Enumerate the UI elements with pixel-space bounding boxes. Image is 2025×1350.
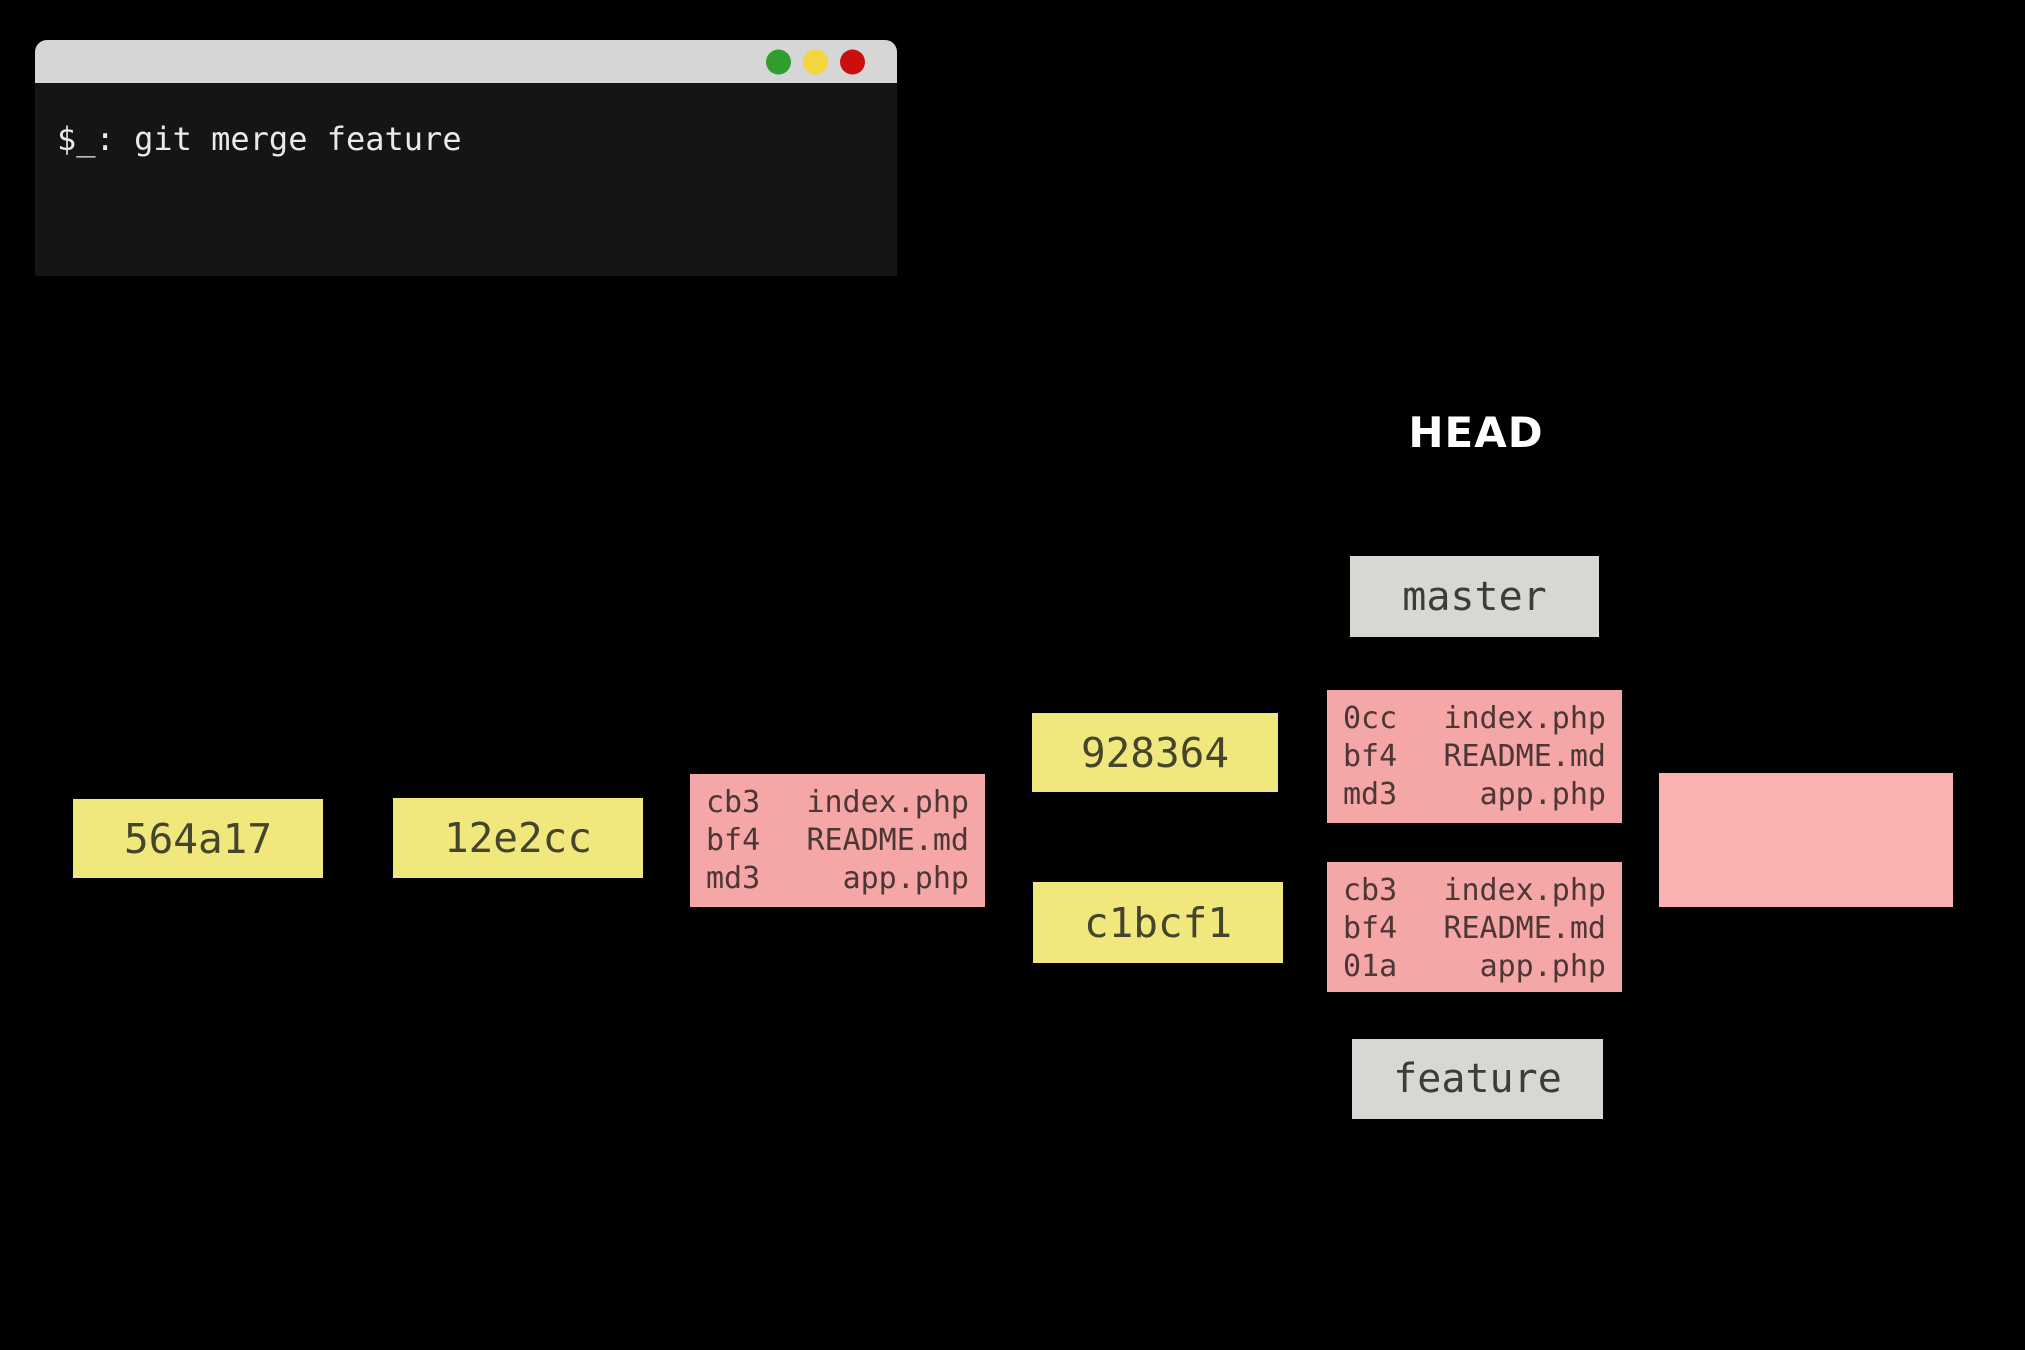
tree-file-row: cb3 index.php xyxy=(1343,872,1606,910)
blob-hash: md3 xyxy=(706,861,761,896)
file-name: README.md xyxy=(1443,739,1606,774)
tree-file-row: bf4 README.md xyxy=(1343,738,1606,776)
window-controls xyxy=(766,49,865,74)
terminal-body: $_: git merge feature xyxy=(35,83,897,276)
file-name: app.php xyxy=(1479,777,1606,812)
tree-file-row: bf4 README.md xyxy=(706,822,969,860)
blob-hash: bf4 xyxy=(1343,739,1398,774)
head-label: HEAD xyxy=(1408,408,1544,457)
commit-node-928364: 928364 xyxy=(1032,713,1278,792)
commit-node-564a17: 564a17 xyxy=(73,799,323,878)
tree-merge-result-empty xyxy=(1659,773,1953,907)
file-name: README.md xyxy=(1443,911,1606,946)
branch-ref-feature: feature xyxy=(1352,1039,1603,1119)
file-name: index.php xyxy=(1443,873,1606,908)
window-button-green-icon[interactable] xyxy=(766,49,791,74)
tree-file-row: md3 app.php xyxy=(706,860,969,898)
tree-file-row: cb3 index.php xyxy=(706,784,969,822)
tree-feature: cb3 index.php bf4 README.md 01a app.php xyxy=(1327,862,1622,992)
blob-hash: bf4 xyxy=(706,823,761,858)
tree-master: 0cc index.php bf4 README.md md3 app.php xyxy=(1327,690,1622,823)
tree-file-row: 01a app.php xyxy=(1343,948,1606,986)
tree-file-row: 0cc index.php xyxy=(1343,700,1606,738)
tree-file-row: bf4 README.md xyxy=(1343,910,1606,948)
tree-common-parent: cb3 index.php bf4 README.md md3 app.php xyxy=(690,774,985,907)
commit-node-12e2cc: 12e2cc xyxy=(393,798,643,878)
branch-ref-master: master xyxy=(1350,556,1599,637)
blob-hash: md3 xyxy=(1343,777,1398,812)
terminal-window: $_: git merge feature xyxy=(35,40,897,276)
commit-node-c1bcf1: c1bcf1 xyxy=(1033,882,1283,963)
file-name: app.php xyxy=(842,861,969,896)
blob-hash: 01a xyxy=(1343,949,1398,984)
blob-hash: bf4 xyxy=(1343,911,1398,946)
blob-hash: cb3 xyxy=(706,785,761,820)
window-button-red-icon[interactable] xyxy=(840,49,865,74)
terminal-titlebar xyxy=(35,40,897,83)
file-name: index.php xyxy=(1443,701,1606,736)
terminal-prompt-line: $_: git merge feature xyxy=(57,120,462,158)
tree-file-row: md3 app.php xyxy=(1343,776,1606,814)
window-button-yellow-icon[interactable] xyxy=(803,49,828,74)
blob-hash: cb3 xyxy=(1343,873,1398,908)
blob-hash: 0cc xyxy=(1343,701,1398,736)
file-name: README.md xyxy=(806,823,969,858)
file-name: index.php xyxy=(806,785,969,820)
file-name: app.php xyxy=(1479,949,1606,984)
